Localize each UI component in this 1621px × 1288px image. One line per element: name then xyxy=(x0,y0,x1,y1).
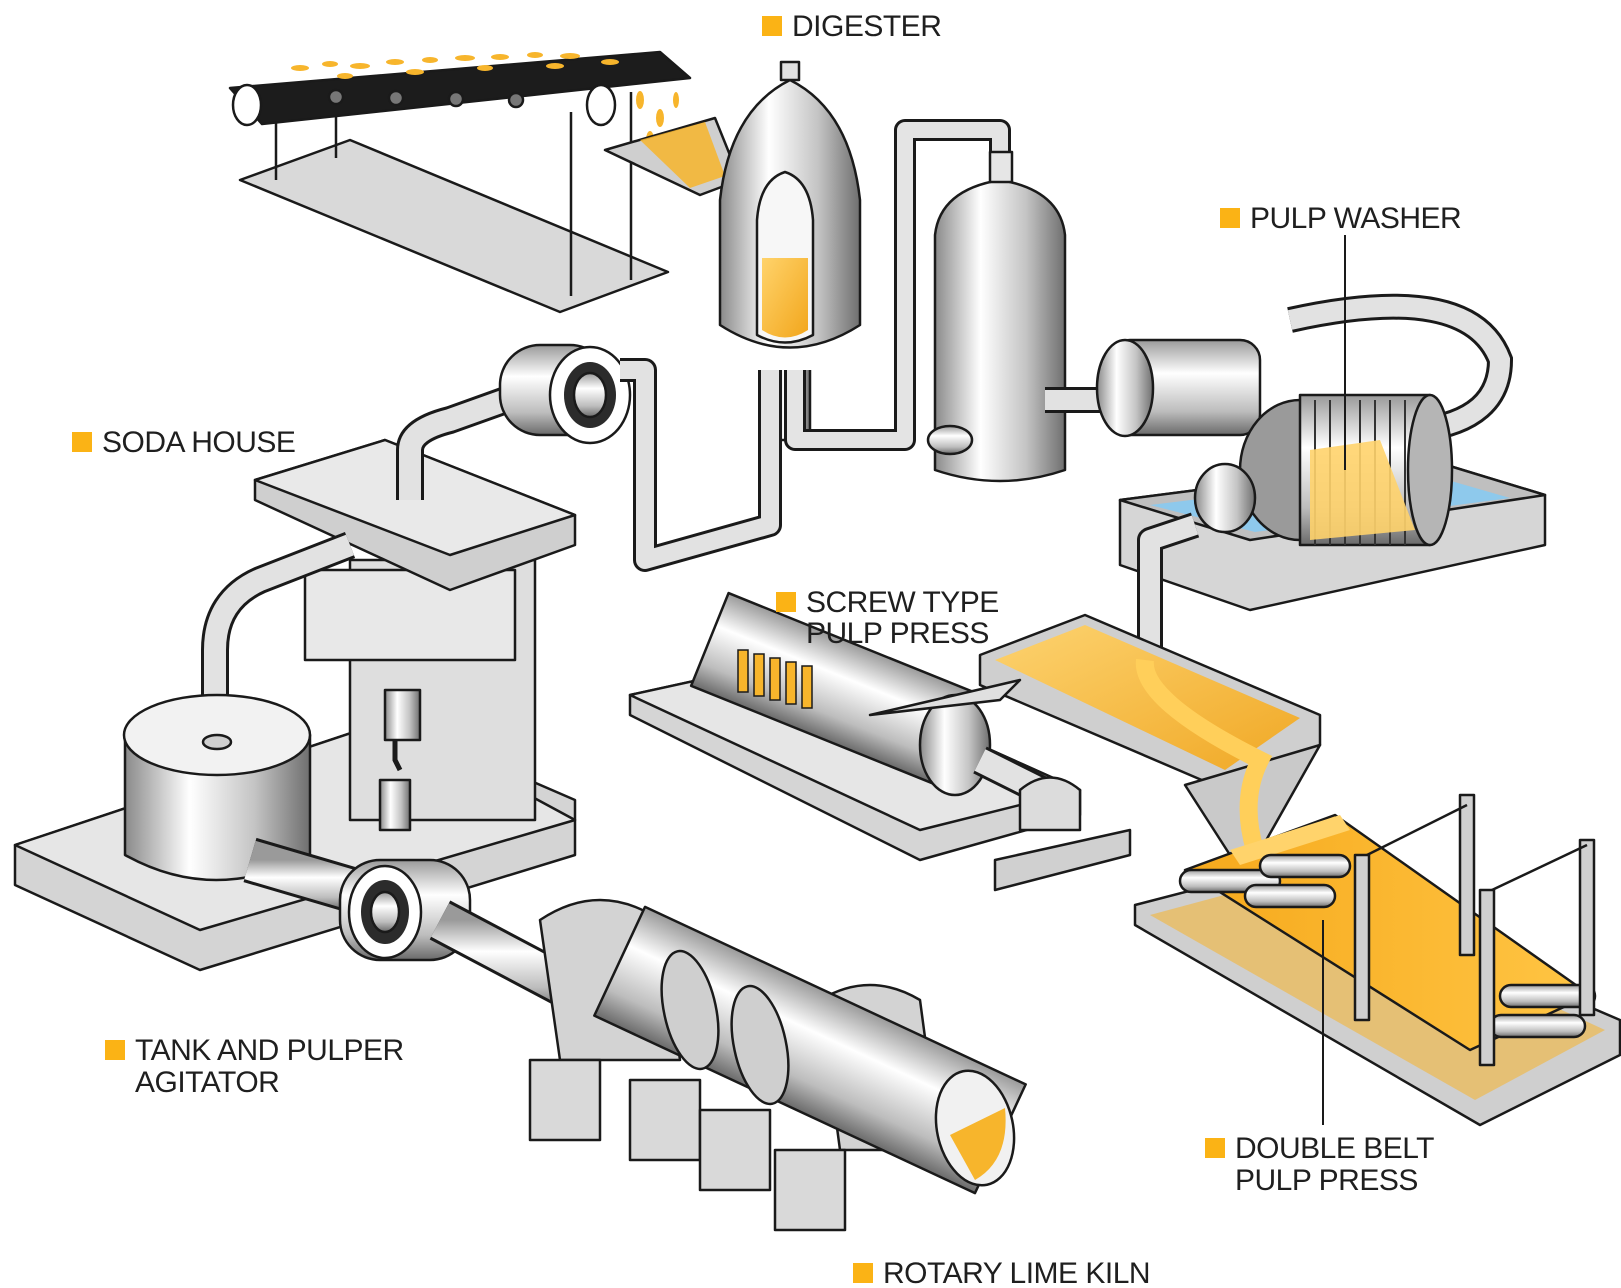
label-tank-agitator-line-1: TANK AND PULPER xyxy=(135,1034,404,1067)
label-lime-kiln-line-1: ROTARY LIME KILN xyxy=(883,1257,1150,1288)
label-screw-press: SCREW TYPE PULP PRESS xyxy=(776,586,999,650)
legend-marker xyxy=(72,432,92,452)
screw-type-pulp-press xyxy=(628,591,1132,892)
rotary-lime-kiln xyxy=(243,837,1027,1232)
legend-marker xyxy=(1205,1138,1225,1158)
conveyor xyxy=(228,50,742,314)
label-lime-kiln: ROTARY LIME KILN xyxy=(853,1257,1151,1288)
fan-top xyxy=(498,343,632,445)
label-digester-line-1: DIGESTER xyxy=(792,10,941,43)
label-double-belt-line-2: PULP PRESS xyxy=(1235,1164,1418,1197)
label-digester: DIGESTER xyxy=(762,10,942,43)
label-pulp-washer-line-1: PULP WASHER xyxy=(1250,202,1461,235)
wood-chips xyxy=(291,52,679,149)
label-screw-press-line-1: SCREW TYPE xyxy=(806,586,999,619)
separator-tank xyxy=(926,150,1067,483)
digester xyxy=(718,60,862,442)
legend-marker xyxy=(776,592,796,612)
legend-marker xyxy=(1220,208,1240,228)
legend-marker xyxy=(105,1040,125,1060)
label-soda-house-line-1: SODA HOUSE xyxy=(102,426,295,459)
double-belt-pulp-press xyxy=(1133,793,1621,1127)
label-tank-agitator: TANK AND PULPER AGITATOR xyxy=(105,1034,404,1099)
legend-marker xyxy=(762,16,782,36)
label-tank-agitator-line-2: AGITATOR xyxy=(135,1066,279,1099)
pulp-washer xyxy=(1095,293,1547,612)
trough xyxy=(868,613,1322,862)
label-double-belt-line-1: DOUBLE BELT xyxy=(1235,1132,1434,1165)
label-screw-press-line-2: PULP PRESS xyxy=(806,617,989,650)
label-soda-house: SODA HOUSE xyxy=(72,426,296,459)
label-double-belt: DOUBLE BELT PULP PRESS xyxy=(1205,1132,1435,1197)
label-pulp-washer: PULP WASHER xyxy=(1220,202,1462,235)
legend-marker xyxy=(853,1263,873,1283)
